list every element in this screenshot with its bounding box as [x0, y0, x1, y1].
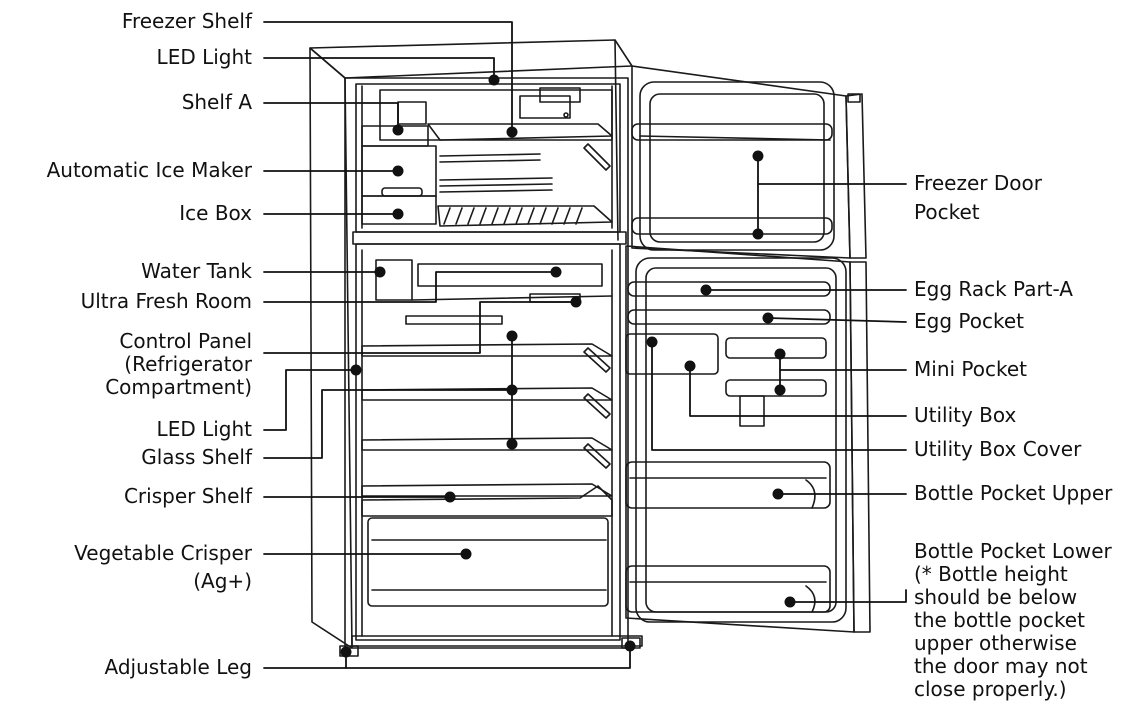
leader-control-panel [263, 301, 577, 354]
label-freezer-shelf: Freezer Shelf [121, 9, 252, 33]
dot-mini-pocket-1 [774, 348, 786, 360]
label-led-light-top: LED Light [156, 45, 252, 69]
dot-ice-box [392, 208, 404, 220]
label-automatic-ice-maker: Automatic Ice Maker [46, 158, 252, 182]
freezer-interior [361, 87, 613, 227]
dot-led-light-top [488, 74, 500, 86]
dot-shelf-a [392, 124, 404, 136]
label-ice-box: Ice Box [179, 201, 252, 225]
dot-utility-box-cover [646, 336, 658, 348]
label-control-panel: Control Panel (Refrigerator Compartment) [105, 329, 252, 399]
dot-glass-shelf-2 [506, 384, 518, 396]
freezer-door [631, 65, 867, 259]
label-egg-rack-part-a: Egg Rack Part-A [914, 277, 1073, 301]
label-vegetable-crisper: Vegetable Crisper (Ag+) [74, 541, 252, 593]
leader-ultra-fresh-room [263, 271, 557, 303]
dot-bottle-pocket-lower [784, 596, 796, 608]
label-adjustable-leg: Adjustable Leg [104, 655, 252, 679]
label-shelf-a: Shelf A [181, 90, 252, 114]
label-bottle-pocket-lower: Bottle Pocket Lower (* Bottle height sho… [914, 539, 1112, 701]
leader-shelf-a [263, 102, 399, 131]
leader-egg-pocket [767, 317, 907, 323]
dot-egg-pocket [762, 312, 774, 324]
dot-glass-shelf-3 [506, 438, 518, 450]
dot-utility-box [684, 360, 696, 372]
label-glass-shelf: Glass Shelf [141, 445, 252, 469]
dot-ultra-fresh [550, 266, 562, 278]
refrigerator-door [625, 245, 871, 633]
dot-mini-pocket-2 [774, 384, 786, 396]
label-freezer-door-pocket: Freezer Door Pocket [914, 171, 1042, 224]
callout-dots [340, 74, 796, 658]
label-crisper-shelf: Crisper Shelf [123, 484, 252, 508]
label-egg-pocket: Egg Pocket [914, 309, 1024, 333]
leader-adjustable-leg [263, 651, 347, 669]
dot-control-panel [570, 296, 582, 308]
leader-freezer-shelf [263, 21, 513, 133]
dot-glass-shelf-1 [506, 330, 518, 342]
dot-crisper-shelf [444, 491, 456, 503]
dot-freezer-door-pocket-1 [752, 150, 764, 162]
label-water-tank: Water Tank [141, 259, 252, 283]
dot-leg-left [340, 646, 352, 658]
refrigerator-interior [339, 259, 641, 657]
leader-adjustable-leg-2 [345, 645, 631, 669]
leader-utility-box-cover [651, 341, 907, 451]
dot-freezer-shelf [506, 126, 518, 138]
label-bottle-pocket-upper: Bottle Pocket Upper [914, 481, 1113, 505]
leader-utility-box [689, 365, 907, 417]
dot-led-light-bottom [350, 364, 362, 376]
dot-freezer-door-pocket-2 [752, 228, 764, 240]
label-mini-pocket: Mini Pocket [914, 357, 1027, 381]
label-led-light-bottom: LED Light [156, 417, 252, 441]
label-utility-box: Utility Box [914, 403, 1017, 427]
leader-led-light-top [263, 57, 495, 81]
label-utility-box-cover: Utility Box Cover [914, 437, 1082, 461]
dot-egg-rack [700, 284, 712, 296]
left-leader-lines [263, 21, 631, 669]
leader-bottle-pocket-lower [789, 589, 907, 603]
right-leader-lines [651, 155, 907, 603]
dot-water-tank [374, 266, 386, 278]
leader-led-light-bottom [263, 369, 357, 431]
label-ultra-fresh-room: Ultra Fresh Room [80, 289, 252, 313]
dot-ice-maker [392, 165, 404, 177]
dot-bottle-pocket-upper [772, 488, 784, 500]
leader-glass-shelf [263, 389, 513, 459]
cabinet-body [309, 39, 643, 649]
dot-vegetable-crisper [460, 548, 472, 560]
dot-leg-right [624, 640, 636, 652]
